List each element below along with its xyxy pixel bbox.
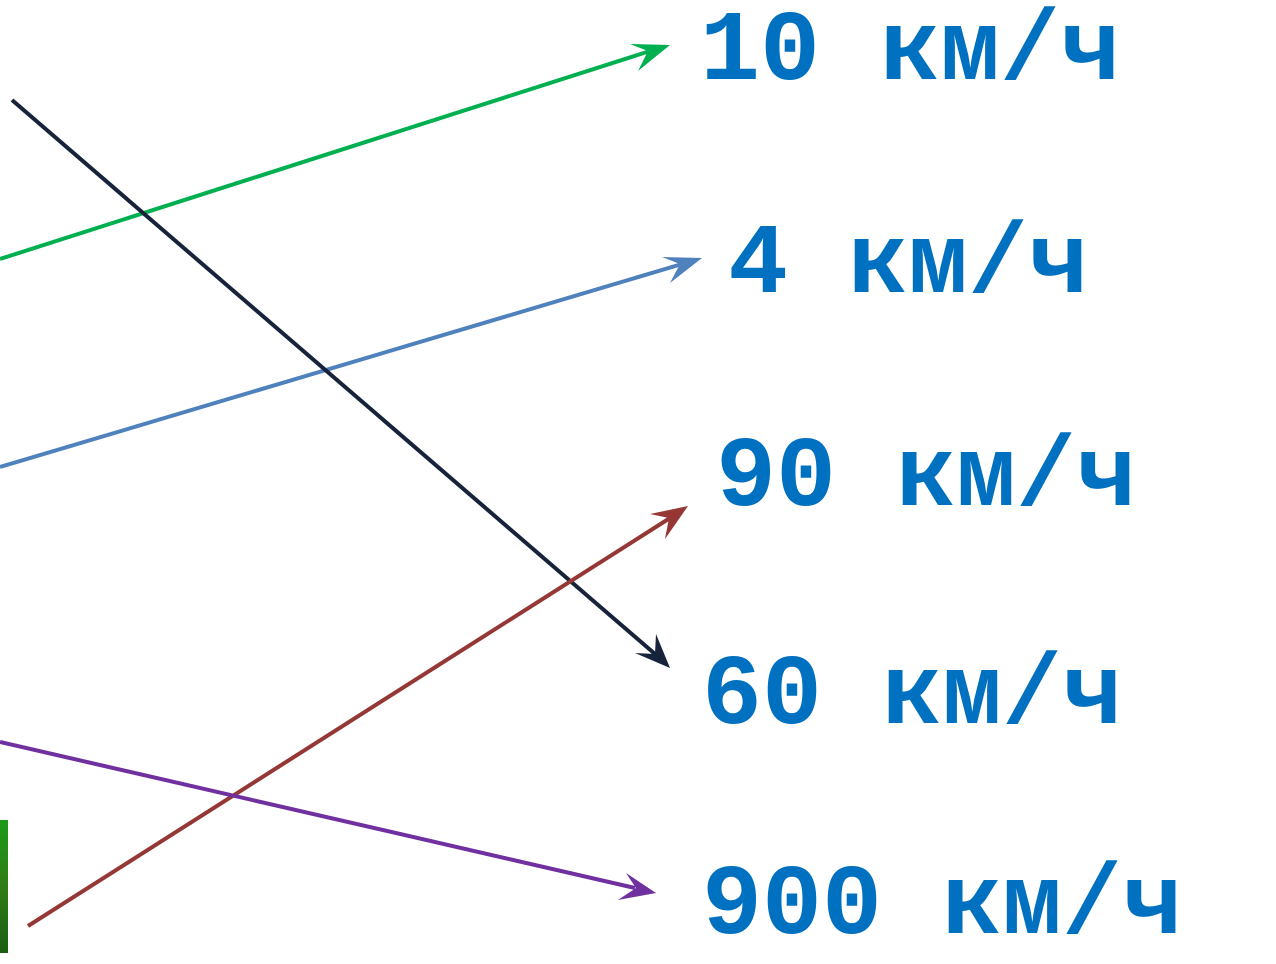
arrow-purple-to-900kmh xyxy=(0,740,656,900)
speed-label-10: 10 км/ч xyxy=(700,0,1121,110)
cropped-image-edge xyxy=(0,820,8,953)
speed-label-900: 900 км/ч xyxy=(702,851,1183,964)
speed-label-90: 90 км/ч xyxy=(716,423,1137,536)
arrow-dark-to-60kmh xyxy=(10,98,670,668)
arrow-green-to-10kmh xyxy=(0,44,670,261)
arrow-blue-to-4kmh xyxy=(0,257,702,469)
speed-label-60: 60 км/ч xyxy=(702,641,1123,754)
speed-label-4: 4 км/ч xyxy=(728,210,1089,323)
arrow-red-to-90kmh xyxy=(26,506,688,928)
